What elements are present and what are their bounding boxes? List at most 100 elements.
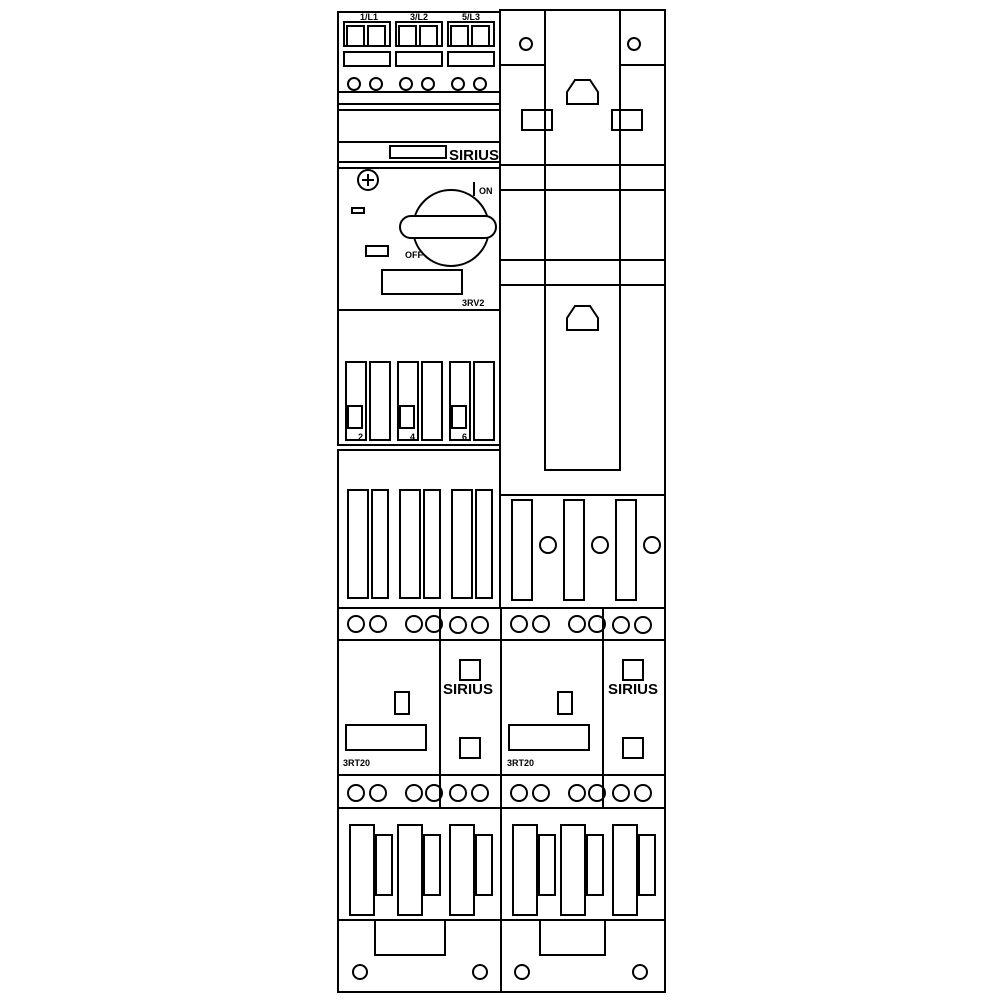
terminal-screw[interactable] (510, 615, 528, 633)
mounting-hole (514, 964, 530, 980)
terminal-label-l1: 1/L1 (360, 12, 378, 22)
terminal-screw[interactable] (532, 615, 550, 633)
terminal-screw[interactable] (588, 615, 606, 633)
terminal-screw[interactable] (421, 77, 435, 91)
output-terminal (473, 361, 495, 441)
contactor-1-model: 3RT20 (343, 758, 370, 768)
terminal-clamp (399, 405, 415, 429)
contactor-2 (500, 607, 666, 809)
contactor-output-terminal (449, 824, 475, 916)
output-label-6: 6 (462, 432, 467, 442)
mounting-rail-plate (499, 9, 666, 496)
terminal-screw[interactable] (473, 77, 487, 91)
terminal-screw[interactable] (405, 615, 423, 633)
mounting-hole (352, 964, 368, 980)
terminal-screw[interactable] (568, 615, 586, 633)
aux-block (622, 737, 644, 759)
contactor-output-terminal (560, 824, 586, 916)
terminal-screw[interactable] (347, 77, 361, 91)
base-plate-right (500, 919, 666, 993)
terminal-clamp (346, 25, 365, 47)
aux-block (622, 659, 644, 681)
switch-on-label: ON (479, 186, 493, 196)
terminal-screw[interactable] (643, 536, 661, 554)
siemens-logo (389, 145, 447, 159)
link-conductor (475, 489, 493, 599)
aux-terminal-screw[interactable] (449, 784, 467, 802)
output-terminal (345, 361, 367, 441)
contactor-1 (337, 607, 502, 809)
contactor-2-series: SIRIUS (608, 681, 658, 698)
aux-terminal-screw[interactable] (471, 784, 489, 802)
mounting-hole (472, 964, 488, 980)
terminal-clamp (450, 25, 469, 47)
aux-terminal-screw[interactable] (612, 616, 630, 634)
aux-terminal-screw[interactable] (634, 784, 652, 802)
terminal-window (343, 51, 391, 67)
terminal-screw[interactable] (539, 536, 557, 554)
terminal-screw[interactable] (451, 77, 465, 91)
terminal-screw[interactable] (425, 784, 443, 802)
switch-off-label: OFF (405, 250, 423, 260)
terminal-screw[interactable] (405, 784, 423, 802)
terminal-screw[interactable] (568, 784, 586, 802)
link-conductor (511, 499, 533, 601)
terminal-clamp (423, 834, 441, 896)
output-terminal (449, 361, 471, 441)
terminal-screw[interactable] (510, 784, 528, 802)
aux-terminal-screw[interactable] (634, 616, 652, 634)
terminal-screw[interactable] (369, 77, 383, 91)
link-conductor (423, 489, 441, 599)
contactor-output-terminal (512, 824, 538, 916)
label-plate (381, 269, 463, 295)
terminal-screw[interactable] (425, 615, 443, 633)
terminal-clamp (586, 834, 604, 896)
link-module-right (499, 494, 666, 609)
rotary-handle[interactable] (399, 215, 497, 239)
adjust-screw-icon[interactable] (357, 169, 379, 191)
terminal-screw[interactable] (399, 77, 413, 91)
contactor-output-terminal (397, 824, 423, 916)
link-conductor (615, 499, 637, 601)
aux-block (459, 659, 481, 681)
terminal-clamp (347, 405, 363, 429)
terminal-screw[interactable] (369, 784, 387, 802)
link-conductor (563, 499, 585, 601)
terminal-screw[interactable] (532, 784, 550, 802)
terminal-clamp (367, 25, 386, 47)
aux-terminal-screw[interactable] (449, 616, 467, 634)
terminal-clamp (471, 25, 490, 47)
terminal-window (447, 51, 495, 67)
terminal-window (395, 51, 443, 67)
output-terminal (369, 361, 391, 441)
terminal-screw[interactable] (347, 615, 365, 633)
terminal-clamp (475, 834, 493, 896)
link-conductor (399, 489, 421, 599)
terminal-clamp (398, 25, 417, 47)
contactor-1-series: SIRIUS (443, 681, 493, 698)
terminal-clamp (375, 834, 393, 896)
link-conductor (347, 489, 369, 599)
mounting-hole (632, 964, 648, 980)
siemens-logo-text: SIEMENS (392, 149, 429, 158)
contactor-2-model: 3RT20 (507, 758, 534, 768)
terminal-clamp (419, 25, 438, 47)
terminal-screw[interactable] (588, 784, 606, 802)
mounting-hole-top (566, 79, 599, 105)
terminal-clamp (451, 405, 467, 429)
aux-block (459, 737, 481, 759)
contactor-output-terminal (349, 824, 375, 916)
link-conductor (451, 489, 473, 599)
terminal-screw[interactable] (369, 615, 387, 633)
terminal-screw[interactable] (347, 784, 365, 802)
aux-terminal-screw[interactable] (612, 784, 630, 802)
output-label-4: 4 (410, 432, 415, 442)
terminal-clamp (538, 834, 556, 896)
aux-terminal-screw[interactable] (471, 616, 489, 634)
model-label: 3RV2 (462, 298, 484, 308)
terminal-label-l2: 3/L2 (410, 12, 428, 22)
outline-group (337, 9, 666, 993)
terminal-screw[interactable] (591, 536, 609, 554)
